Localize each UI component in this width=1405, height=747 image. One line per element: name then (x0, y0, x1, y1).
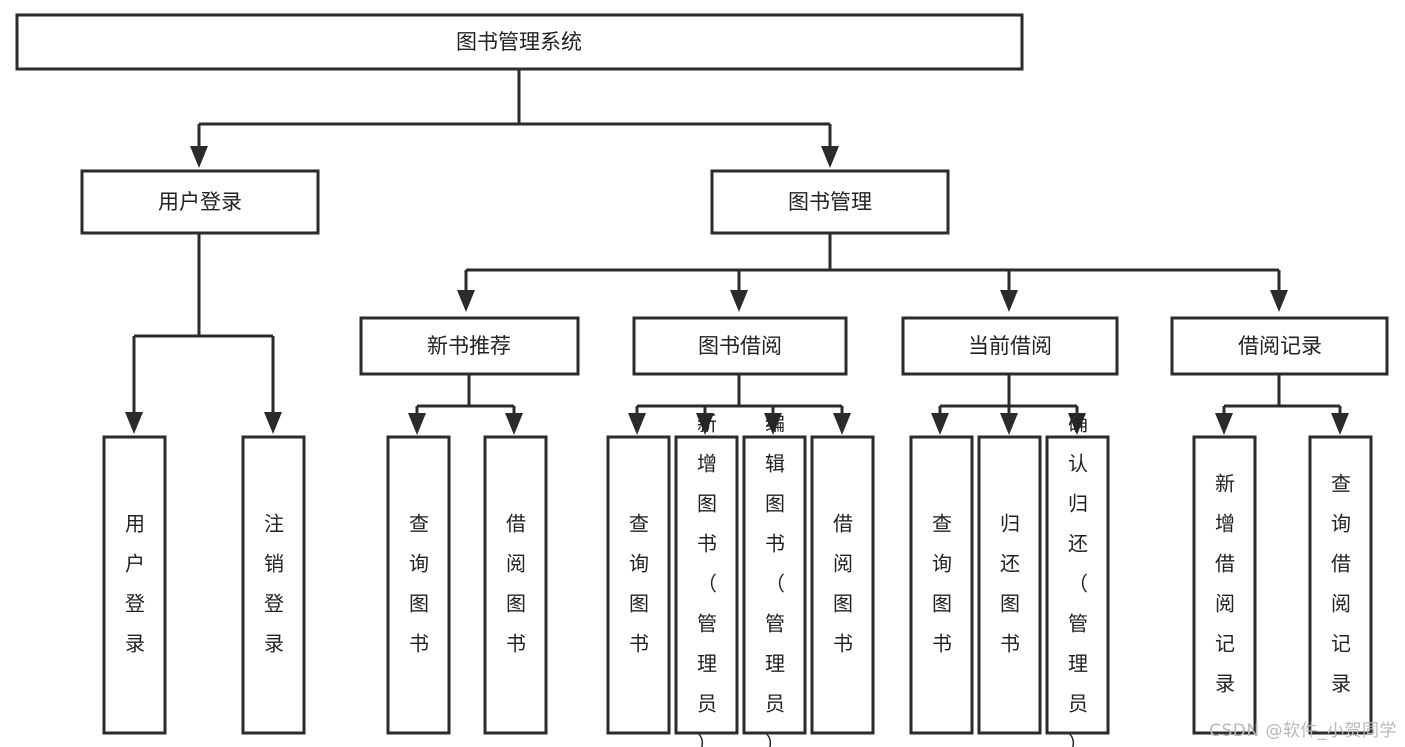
node-leaf-query-book-c-box[interactable] (909, 435, 974, 735)
node-leaf-confirm-return[interactable]: 确认归还（管理员） (1045, 412, 1110, 747)
node-new-book-recommend-box[interactable] (359, 316, 580, 376)
node-leaf-add-book[interactable]: 新增图书（管理员） (674, 412, 739, 747)
node-leaf-logout[interactable]: 注销登录 (241, 435, 306, 735)
node-book-borrow-box[interactable] (632, 316, 848, 376)
node-leaf-add-book-box[interactable] (674, 435, 739, 735)
node-current-borrow-label: 当前借阅 (968, 334, 1052, 358)
node-leaf-add-book-label: 新增图书（管理员） (697, 412, 717, 747)
node-leaf-borrow-book-b-box[interactable] (810, 435, 875, 735)
arrow-to-current-borrow (1000, 290, 1018, 312)
node-leaf-user-login-label: 用户登录 (125, 512, 145, 656)
node-leaf-borrow-book-a-label: 借阅图书 (506, 512, 526, 656)
arrow-to-leaf-query-record (1331, 413, 1349, 435)
connector-group-book-management (457, 234, 1288, 312)
connector-group-user-login (125, 234, 282, 434)
node-leaf-query-book-c[interactable]: 查询图书 (909, 435, 974, 735)
node-user-login[interactable]: 用户登录 (80, 169, 320, 235)
arrow-to-leaf-return-book (1000, 413, 1018, 435)
node-leaf-query-book-c-label: 查询图书 (932, 512, 952, 656)
node-new-book-recommend[interactable]: 新书推荐 (359, 316, 580, 376)
node-leaf-user-login[interactable]: 用户登录 (102, 435, 167, 735)
connector-group-book-borrow (628, 374, 851, 435)
node-leaf-return-book-label: 归还图书 (1000, 512, 1020, 656)
arrow-to-leaf-add-record (1215, 413, 1233, 435)
arrow-to-leaf-query-book-a (408, 413, 426, 435)
arrow-to-new-book-recommend (457, 290, 475, 312)
node-borrow-record-label: 借阅记录 (1238, 334, 1322, 358)
node-leaf-query-record-label: 查询借阅记录 (1331, 472, 1351, 696)
node-leaf-edit-book-box[interactable] (742, 435, 807, 735)
node-leaf-query-book-b-box[interactable] (606, 435, 671, 735)
node-leaf-add-record[interactable]: 新增借阅记录 (1192, 435, 1257, 735)
node-book-management[interactable]: 图书管理 (710, 169, 950, 235)
arrow-to-leaf-borrow-book-b (833, 413, 851, 435)
arrow-to-leaf-borrow-book-a (505, 413, 523, 435)
node-book-borrow-label: 图书借阅 (698, 334, 782, 358)
connector-group-new-book-recommend (408, 374, 523, 435)
node-leaf-add-record-label: 新增借阅记录 (1215, 472, 1235, 696)
node-leaf-borrow-book-b-label: 借阅图书 (833, 512, 853, 656)
node-leaf-borrow-book-b[interactable]: 借阅图书 (810, 435, 875, 735)
node-leaf-user-login-box[interactable] (102, 435, 167, 735)
node-leaf-logout-box[interactable] (241, 435, 306, 735)
node-new-book-recommend-label: 新书推荐 (427, 334, 511, 358)
node-leaf-query-book-b[interactable]: 查询图书 (606, 435, 671, 735)
node-leaf-return-book[interactable]: 归还图书 (977, 435, 1042, 735)
node-root-system[interactable]: 图书管理系统 (15, 13, 1024, 71)
node-leaf-edit-book[interactable]: 编辑图书（管理员） (742, 412, 807, 747)
node-leaf-query-book-a-label: 查询图书 (409, 512, 429, 656)
node-borrow-record-box[interactable] (1170, 316, 1389, 376)
node-current-borrow[interactable]: 当前借阅 (901, 316, 1119, 376)
node-leaf-return-book-box[interactable] (977, 435, 1042, 735)
connector-group-borrow-record (1215, 374, 1349, 435)
arrow-to-leaf-user-login (125, 412, 143, 434)
node-leaf-query-record[interactable]: 查询借阅记录 (1308, 435, 1373, 735)
arrow-to-user-login (190, 146, 208, 168)
node-leaf-edit-book-label: 编辑图书（管理员） (765, 412, 785, 747)
node-user-login-label: 用户登录 (158, 190, 242, 214)
node-leaf-borrow-book-a-box[interactable] (483, 435, 548, 735)
node-current-borrow-box[interactable] (901, 316, 1119, 376)
node-leaf-borrow-book-a[interactable]: 借阅图书 (483, 435, 548, 735)
node-borrow-record[interactable]: 借阅记录 (1170, 316, 1389, 376)
node-root-system-label: 图书管理系统 (456, 30, 582, 54)
connector-group-root (190, 69, 839, 168)
arrow-to-book-borrow (730, 290, 748, 312)
node-leaf-query-book-a-box[interactable] (386, 435, 451, 735)
arrow-to-book-management (821, 146, 839, 168)
node-book-management-box[interactable] (710, 169, 950, 235)
node-leaf-query-book-a[interactable]: 查询图书 (386, 435, 451, 735)
node-leaf-confirm-return-label: 确认归还（管理员） (1068, 412, 1088, 747)
arrow-to-leaf-logout (264, 412, 282, 434)
arrow-to-leaf-query-book-c (931, 413, 949, 435)
node-root-system-box[interactable] (15, 13, 1024, 71)
node-leaf-query-record-box[interactable] (1308, 435, 1373, 735)
node-book-management-label: 图书管理 (788, 190, 872, 214)
node-leaf-logout-label: 注销登录 (264, 512, 284, 656)
arrow-to-leaf-query-book-b (628, 413, 646, 435)
node-book-borrow[interactable]: 图书借阅 (632, 316, 848, 376)
node-user-login-box[interactable] (80, 169, 320, 235)
arrow-to-borrow-record (1270, 290, 1288, 312)
node-leaf-add-record-box[interactable] (1192, 435, 1257, 735)
connector-group-current-borrow (931, 374, 1086, 435)
node-leaf-query-book-b-label: 查询图书 (629, 512, 649, 656)
node-leaf-confirm-return-box[interactable] (1045, 435, 1110, 735)
